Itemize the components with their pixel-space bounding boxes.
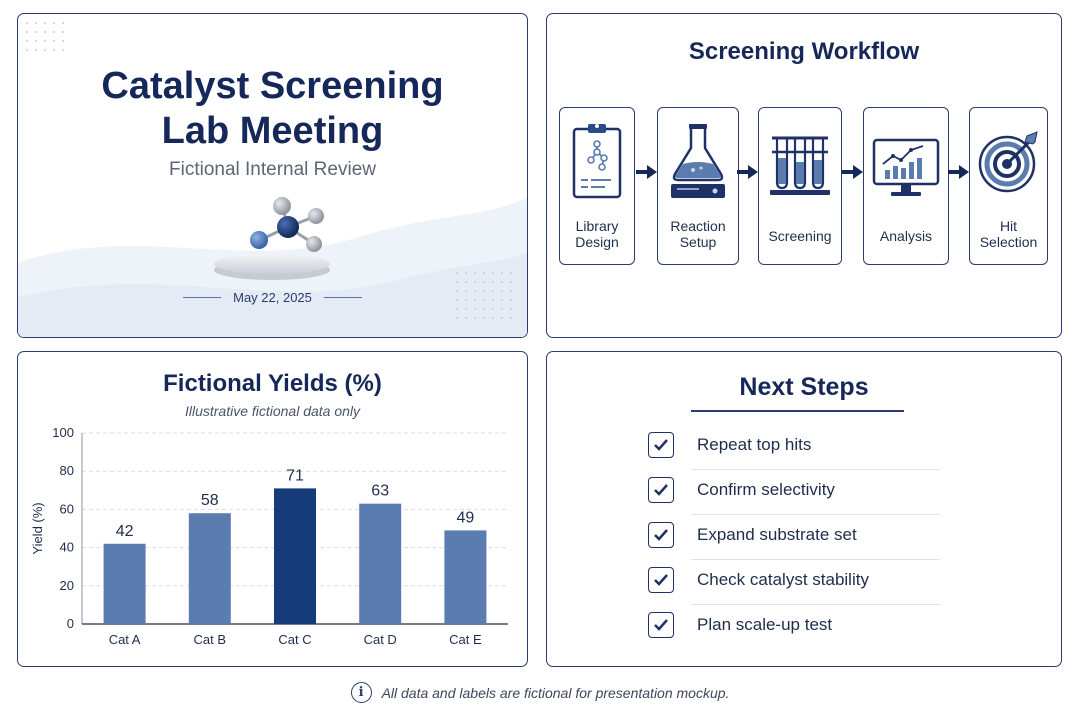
bar-cat-a: [103, 543, 146, 624]
x-tick-label: Cat C: [278, 632, 311, 647]
workflow-step-label: Analysis: [879, 228, 933, 244]
chart-title: Fictional Yields (%): [163, 370, 382, 397]
divider: [691, 469, 940, 470]
title-panel: Catalyst Screening Lab Meeting Fictional…: [17, 13, 528, 338]
x-tick-label: Cat D: [364, 632, 397, 647]
footnote-text: All data and labels are fictional for pr…: [381, 684, 730, 701]
arrow-right-icon: [842, 165, 863, 179]
y-tick-label: 40: [60, 540, 74, 555]
y-tick-label: 0: [67, 616, 74, 631]
date-rule-left: [183, 296, 222, 299]
molecule-icon: [214, 197, 330, 280]
y-tick-label: 80: [60, 463, 74, 478]
workflow-step-screening[interactable]: Screening: [758, 107, 842, 265]
x-tick-label: Cat B: [194, 632, 227, 647]
bar-cat-d: [359, 503, 402, 624]
workflow-step-analysis[interactable]: Analysis: [863, 107, 949, 265]
arrow-right-icon: [948, 165, 969, 179]
meeting-date: May 22, 2025: [233, 290, 312, 305]
decorative-dots: [26, 22, 64, 51]
y-tick-label: 20: [60, 578, 74, 593]
data-label: 58: [201, 492, 219, 509]
arrow-right-icon: [737, 165, 758, 179]
next-steps-panel: Next Steps Repeat top hits Confirm selec…: [546, 351, 1062, 667]
checkbox-checked[interactable]: [648, 477, 674, 503]
info-icon: i: [350, 682, 372, 703]
checkbox-checked[interactable]: [648, 612, 674, 638]
next-step-label: Plan scale-up test: [697, 615, 833, 634]
date-rule-right: [323, 296, 362, 299]
data-label: 49: [457, 509, 475, 526]
data-label: 63: [371, 483, 389, 500]
next-step-item[interactable]: Confirm selectivity: [648, 477, 940, 522]
date-row: May 22, 2025: [18, 290, 527, 305]
monitor-chart-icon: [872, 138, 940, 196]
workflow-step-label: Screening: [768, 228, 832, 244]
checkmark-icon: [654, 619, 668, 631]
next-step-label: Confirm selectivity: [697, 480, 835, 499]
flask-icon: [671, 124, 725, 198]
divider: [691, 514, 940, 515]
bar-cat-b: [188, 513, 231, 624]
chart-panel: Fictional Yields (%) Illustrative fictio…: [17, 351, 528, 667]
checkmark-icon: [654, 529, 668, 541]
next-step-item[interactable]: Expand substrate set: [648, 522, 940, 567]
next-steps-title: Next Steps: [739, 373, 869, 401]
arrow-right-icon: [636, 165, 657, 179]
workflow-title: Screening Workflow: [688, 38, 920, 65]
next-step-item[interactable]: Repeat top hits: [648, 432, 940, 477]
data-label: 42: [116, 523, 134, 540]
x-tick-label: Cat A: [109, 632, 141, 647]
next-step-label: Expand substrate set: [697, 525, 857, 544]
x-tick-label: Cat E: [449, 632, 482, 647]
page-title: Catalyst Screening: [101, 65, 444, 107]
next-step-item[interactable]: Check catalyst stability: [648, 567, 940, 612]
checkmark-icon: [654, 439, 668, 451]
divider: [691, 604, 940, 605]
y-tick-label: 60: [60, 501, 74, 516]
page-title-line2: Lab Meeting: [161, 110, 384, 152]
data-label: 71: [286, 467, 304, 484]
next-step-label: Check catalyst stability: [697, 570, 869, 589]
footnote: i All data and labels are fictional for …: [0, 682, 1080, 703]
y-axis-label: Yield (%): [30, 502, 45, 554]
bar-cat-c: [274, 488, 316, 624]
y-tick-label: 100: [52, 425, 74, 440]
checkbox-checked[interactable]: [648, 432, 674, 458]
checkbox-checked[interactable]: [648, 567, 674, 593]
chart-subtitle: Illustrative fictional data only: [184, 403, 361, 419]
divider: [691, 559, 940, 560]
decorative-dots: [456, 272, 512, 319]
next-step-item[interactable]: Plan scale-up test: [648, 612, 940, 657]
page-subtitle: Fictional Internal Review: [169, 159, 376, 180]
test-tubes-icon: [770, 136, 830, 195]
target-icon: [978, 131, 1038, 193]
next-step-label: Repeat top hits: [697, 435, 812, 454]
checkmark-icon: [654, 574, 668, 586]
clipboard-icon: [572, 124, 622, 199]
checkbox-checked[interactable]: [648, 522, 674, 548]
checkmark-icon: [654, 484, 668, 496]
title-underline: [691, 410, 904, 412]
bar-cat-e: [444, 530, 487, 624]
